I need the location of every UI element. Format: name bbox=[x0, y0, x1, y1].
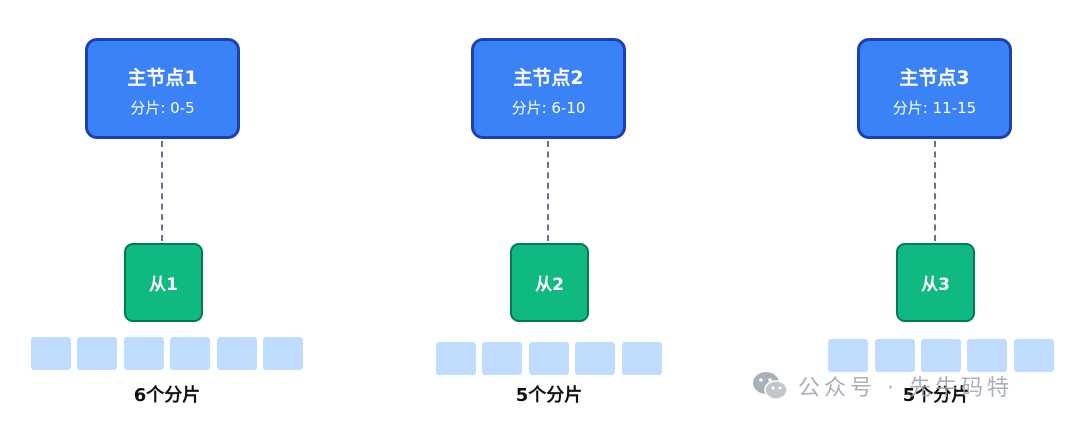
master-node-3: 主节点3 分片: 11-15 bbox=[857, 38, 1012, 139]
shard-block bbox=[170, 337, 210, 370]
master-node-shard-range: 分片: 0-5 bbox=[130, 99, 195, 117]
shard-block bbox=[31, 337, 71, 370]
shard-block bbox=[124, 337, 164, 370]
shard-block bbox=[77, 337, 117, 370]
replication-connector-1 bbox=[161, 141, 163, 241]
watermark: 公众号 · 先牛码特 bbox=[750, 366, 1013, 406]
master-node-shard-range: 分片: 6-10 bbox=[511, 99, 586, 117]
shard-block bbox=[828, 339, 868, 372]
shard-count-label-1: 6个分片 bbox=[133, 385, 201, 406]
master-node-1: 主节点1 分片: 0-5 bbox=[85, 38, 240, 139]
shard-count-label-2: 5个分片 bbox=[515, 385, 583, 406]
shard-block bbox=[217, 337, 257, 370]
shard-block bbox=[1014, 339, 1054, 372]
watermark-text: 公众号 · 先牛码特 bbox=[798, 376, 1013, 401]
replication-connector-3 bbox=[934, 141, 936, 241]
slave-node-1: 从1 bbox=[124, 243, 203, 322]
shard-block bbox=[967, 339, 1007, 372]
shard-count-label-3: 5个分片 bbox=[902, 385, 970, 406]
slave-node-2: 从2 bbox=[510, 243, 589, 322]
shard-block bbox=[875, 339, 915, 372]
master-node-shard-range: 分片: 11-15 bbox=[892, 99, 977, 117]
master-node-2: 主节点2 分片: 6-10 bbox=[471, 38, 626, 139]
wechat-icon bbox=[753, 372, 788, 400]
shard-block bbox=[575, 342, 615, 375]
replication-connector-2 bbox=[547, 141, 549, 241]
shard-block bbox=[482, 342, 522, 375]
shard-block bbox=[529, 342, 569, 375]
slave-node-3: 从3 bbox=[896, 243, 975, 322]
master-node-title: 主节点1 bbox=[127, 67, 198, 89]
shard-block bbox=[622, 342, 662, 375]
shard-block bbox=[263, 337, 303, 370]
master-node-title: 主节点3 bbox=[899, 67, 970, 89]
master-node-title: 主节点2 bbox=[513, 67, 584, 89]
shard-block bbox=[436, 342, 476, 375]
shard-block bbox=[921, 339, 961, 372]
